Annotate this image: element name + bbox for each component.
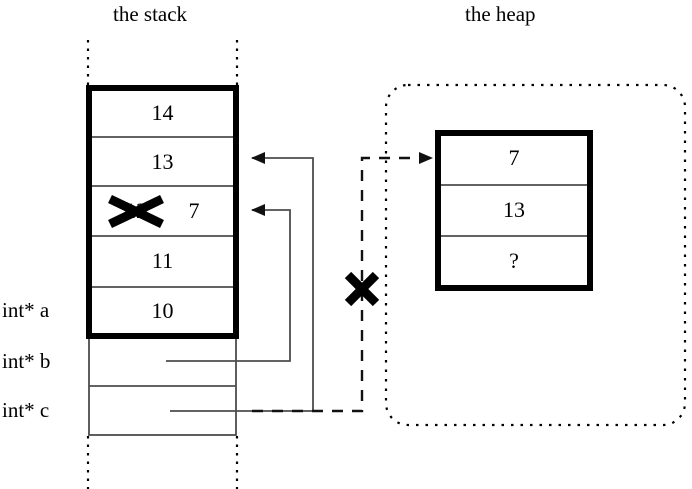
stack-title: the stack	[113, 2, 188, 26]
heap-region-boundary	[384, 83, 687, 427]
stack-region-boundary	[86, 40, 239, 489]
heap-cell-value-0: 7	[508, 145, 520, 170]
variable-label-c: int* c	[2, 398, 50, 422]
stack-cell-value-0: 14	[151, 100, 174, 125]
heap-block	[435, 130, 593, 291]
pointer-line-c	[170, 152, 314, 412]
stack-values-box	[86, 85, 239, 339]
stack-locals-box	[88, 335, 237, 436]
pointer-line-b	[166, 204, 291, 362]
variable-label-a: int* a	[2, 298, 50, 322]
stack-cell-value-1: 13	[151, 149, 174, 174]
cross-out-stack-value-icon	[108, 194, 164, 229]
stack-cell-value-2: 12	[125, 198, 147, 223]
heap-title: the heap	[465, 2, 536, 26]
stack-cell-replacement-2: 7	[188, 198, 200, 223]
cross-out-heap-pointer-icon	[344, 271, 380, 307]
variable-label-b: int* b	[2, 349, 51, 373]
pointer-line-a	[252, 152, 433, 413]
stack-cell-value-4: 10	[151, 298, 174, 323]
heap-cell-value-1: 13	[503, 197, 525, 222]
heap-cell-value-2: ?	[509, 248, 519, 273]
stack-cell-value-3: 11	[151, 248, 174, 273]
